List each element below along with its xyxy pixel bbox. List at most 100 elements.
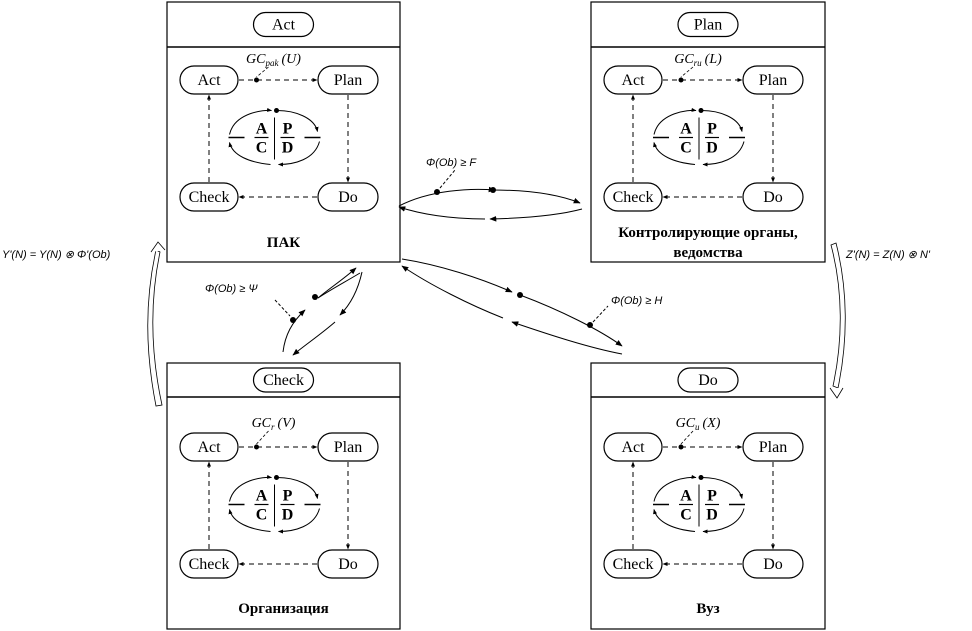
flow-node [434, 189, 440, 195]
cycle-check-label: Check [613, 189, 654, 206]
apcd-arc [653, 107, 697, 135]
gc-label: GCu(X) [676, 416, 721, 432]
block-frame [590, 362, 826, 630]
apcd-arc [278, 508, 320, 534]
cycle-act-shape [603, 432, 663, 462]
cycle-do-label: Do [338, 556, 358, 573]
apcd-node [698, 108, 704, 113]
apcd-node [274, 475, 279, 480]
block-frame [166, 362, 401, 630]
apcd-letter-p: P [707, 121, 717, 138]
hollow-arrow-shaft [147, 249, 163, 407]
connection-pak-org: Φ(Ob) ≥ Ψ [205, 267, 363, 356]
apcd-letter-p: P [283, 121, 293, 138]
gc-label: GCr(V) [252, 416, 296, 432]
flow-arc-right-up [317, 267, 357, 299]
gc-label: GCpak(U) [246, 52, 301, 68]
apcd-letter-a: A [680, 488, 692, 505]
cycle-do-shape [317, 182, 379, 212]
apcd-letter-a: A [256, 121, 268, 138]
cycle-check-label: Check [189, 189, 230, 206]
apcd-letter-p: P [283, 488, 293, 505]
header-phase-pill-label: Plan [694, 17, 722, 34]
cycle-plan-label: Plan [759, 72, 787, 89]
cycle-act-shape [179, 65, 239, 95]
condition-label-h: Φ(Ob) ≥ H [611, 295, 662, 307]
block-frame [166, 1, 401, 263]
organization-label: ПАК [267, 235, 301, 251]
cycle-plan-label: Plan [334, 72, 362, 89]
cycle-do-shape [742, 182, 804, 212]
cycle-plan: Plan [317, 65, 379, 95]
cycle-plan-shape [317, 65, 379, 95]
formula-left: Y'(N) = Y(N) ⊗ Φ'(Ob) [2, 249, 111, 261]
cycle-do-label: Do [763, 189, 783, 206]
feedback-arrow-left: Y'(N) = Y(N) ⊗ Φ'(Ob) [2, 241, 166, 407]
connection-pak-vuz: Φ(Ob) ≥ H [401, 258, 662, 355]
gc-node [254, 444, 259, 450]
label-leader [592, 305, 609, 323]
flow-arc-top-right [491, 189, 581, 204]
header-phase-pill: Plan [677, 11, 739, 38]
cycle-act-label: Act [621, 72, 645, 89]
apcd-letter-c: C [256, 140, 268, 157]
apcd-arc [229, 474, 272, 502]
apcd-letter-a: A [680, 121, 692, 138]
cycle-plan: Plan [317, 432, 379, 462]
cycle-act: Act [603, 432, 663, 462]
organization-label: Организация [238, 601, 329, 617]
block-frame [590, 1, 826, 263]
apcd-arc [653, 142, 696, 165]
cycle-check-shape [179, 182, 239, 212]
cycle-do-shape [742, 549, 804, 579]
flow-arc-bottom-left [398, 206, 486, 220]
cycle-act-shape [603, 65, 663, 95]
condition-label-f: Φ(Ob) ≥ F [426, 157, 477, 169]
flow-arc-top-right [519, 294, 623, 347]
cycle-plan-label: Plan [334, 439, 362, 456]
apcd-arc [228, 509, 271, 532]
cycle-act: Act [179, 65, 239, 95]
cycle-check: Check [603, 549, 663, 579]
connection-pak-control: Φ(Ob) ≥ F [398, 157, 583, 222]
cycle-check: Check [179, 182, 239, 212]
formula-right: Z'(N) = Z(N) ⊗ N' [845, 249, 931, 261]
apcd-arc [228, 142, 271, 165]
organization-label: ведомства [673, 245, 743, 261]
header-phase-pill-shape [677, 11, 739, 38]
flow-arc-right [317, 272, 361, 299]
cycle-do: Do [317, 182, 379, 212]
flow-node [490, 187, 496, 193]
cycle-check-label: Check [613, 556, 654, 573]
gc-leader [680, 66, 694, 78]
cycle-do-label: Do [763, 556, 783, 573]
cycle-check: Check [603, 182, 663, 212]
cycle-check-label: Check [189, 556, 230, 573]
cycle-act: Act [603, 65, 663, 95]
header-phase-pill: Act [252, 11, 315, 38]
feedback-arrow-right: Z'(N) = Z(N) ⊗ N' [829, 242, 931, 399]
flow-arc-bottom-left [401, 265, 504, 319]
cycle-do: Do [317, 549, 379, 579]
label-leader [439, 169, 456, 189]
flow-arc-top [398, 186, 496, 207]
cycle-act-label: Act [197, 72, 221, 89]
apcd-node [698, 475, 704, 480]
cycle-do-label: Do [338, 189, 358, 206]
condition-label-psi: Φ(Ob) ≥ Ψ [205, 283, 258, 295]
hollow-arrow-head [150, 241, 166, 253]
apcd-arc [702, 141, 745, 167]
header-phase-pill-shape [677, 367, 739, 393]
apcd-letter-c: C [256, 507, 268, 524]
cycle-act-label: Act [197, 439, 221, 456]
apcd-arc [701, 477, 744, 499]
apcd-letter-d: D [706, 140, 718, 157]
